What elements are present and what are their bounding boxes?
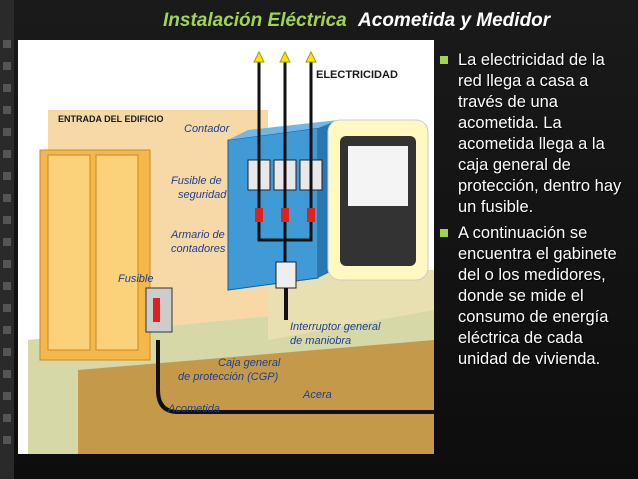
bullet-text: A continuación se encuentra el gabinete …: [458, 224, 617, 368]
bullet-square-icon: [440, 229, 448, 237]
label-caja-1: Caja general: [218, 357, 281, 369]
label-fusible: Fusible: [118, 273, 153, 285]
meter-zoom-face: [348, 146, 408, 206]
label-acometida: Acometida: [167, 403, 220, 415]
wiring-up: [257, 60, 313, 262]
label-armario-2: contadores: [171, 243, 226, 255]
bullet-text: La electricidad de la red llega a casa a…: [458, 51, 622, 216]
label-fusible-seguridad-2: seguridad: [178, 189, 227, 201]
label-interruptor-1: Interruptor general: [290, 321, 381, 333]
door-panel-right: [95, 154, 139, 351]
ground-section: [78, 340, 434, 454]
service-cable: [156, 288, 434, 414]
arrow-up-1: [253, 50, 265, 63]
cgp-fuse: [153, 298, 160, 322]
title-part-1: Instalación Eléctrica: [163, 10, 347, 31]
main-switch: [275, 261, 297, 289]
bullet-item: A continuación se encuentra el gabinete …: [440, 223, 630, 370]
label-entrada: ENTRADA DEL EDIFICIO: [58, 114, 164, 124]
security-fuse-1: [255, 208, 263, 222]
label-acera: Acera: [302, 389, 332, 401]
left-decorative-strip: [0, 0, 14, 479]
sidewalk: [268, 270, 434, 340]
bullet-square-icon: [440, 56, 448, 64]
arrow-up-2: [279, 50, 291, 63]
bullet-list: La electricidad de la red llega a casa a…: [440, 50, 630, 375]
label-armario-1: Armario de: [170, 229, 225, 241]
security-fuse-2: [281, 208, 289, 222]
security-fuse-3: [307, 208, 315, 222]
label-fusible-seguridad-1: Fusible de: [171, 175, 222, 187]
electrical-installation-diagram: ELECTRICIDAD ENTRADA DEL EDIFICIO Contad…: [18, 40, 434, 454]
label-electricidad: ELECTRICIDAD: [316, 69, 398, 81]
bullet-item: La electricidad de la red llega a casa a…: [440, 50, 630, 218]
label-interruptor-2: de maniobra: [290, 335, 351, 347]
door-panel-left: [47, 154, 91, 351]
meter-cabinet: [227, 127, 319, 291]
title-part-2: Acometida y Medidor: [358, 10, 551, 31]
label-caja-2: de protección (CGP): [178, 371, 279, 383]
arrow-up-3: [305, 50, 317, 63]
slide-title: Instalación Eléctrica Acometida y Medido…: [163, 10, 550, 32]
label-contador: Contador: [184, 123, 231, 135]
